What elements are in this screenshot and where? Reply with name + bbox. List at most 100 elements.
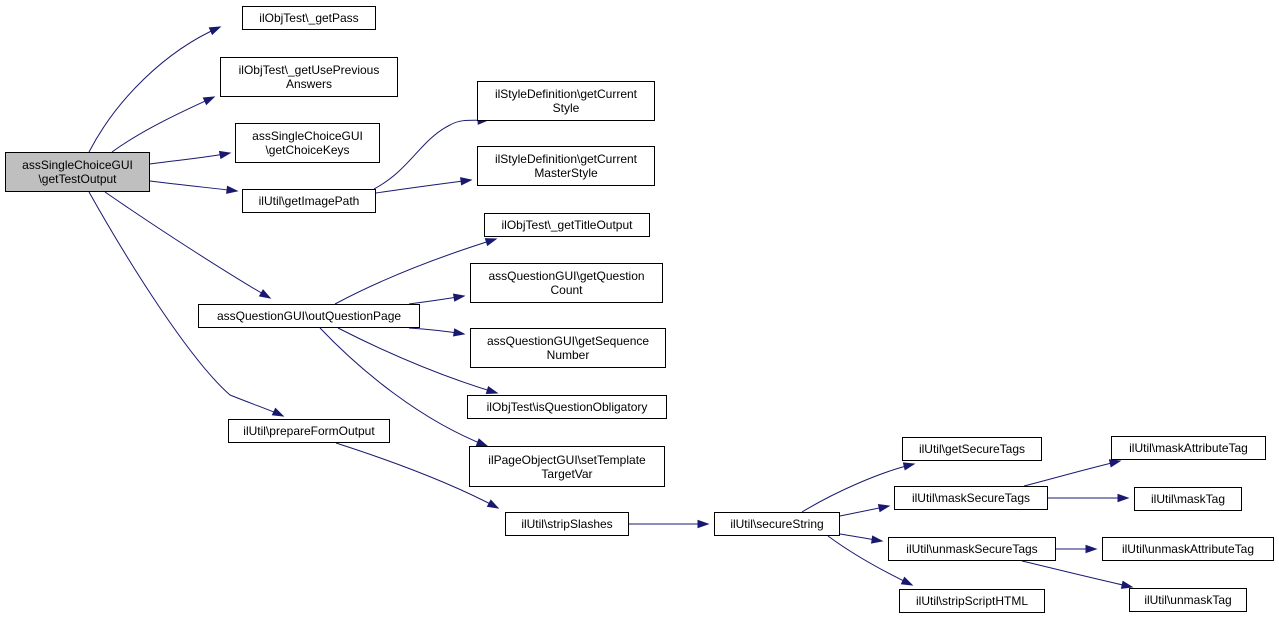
node-unmask-attribute-tag[interactable]: ilUtil\unmaskAttributeTag xyxy=(1102,537,1274,561)
node-get-choice-keys[interactable]: assSingleChoiceGUI\getChoiceKeys xyxy=(235,123,380,163)
node-label-line: ilStyleDefinition\getCurrent xyxy=(494,87,638,101)
edge-strip-slashes-to-secure-string xyxy=(629,519,710,529)
node-label-line: assQuestionGUI\outQuestionPage xyxy=(216,309,402,323)
node-label-line: Count xyxy=(550,283,583,297)
edge-line xyxy=(111,96,215,153)
node-mask-tag[interactable]: ilUtil\maskTag xyxy=(1134,487,1242,511)
edge-line xyxy=(1023,460,1121,487)
edge-line xyxy=(373,119,489,190)
edge-line xyxy=(375,179,472,194)
edge-unmask-secure-tags-to-unmask-tag xyxy=(1021,560,1134,589)
node-get-image-path[interactable]: ilUtil\getImagePath xyxy=(242,189,376,213)
node-label-line: ilUtil\maskSecureTags xyxy=(911,491,1031,505)
node-label-line: assQuestionGUI\getQuestion xyxy=(488,269,645,283)
arrowhead-icon xyxy=(452,293,466,302)
node-prepare-form-output[interactable]: ilUtil\prepareFormOutput xyxy=(228,419,390,443)
node-label-line: assSingleChoiceGUI xyxy=(252,129,363,143)
node-unmask-secure-tags[interactable]: ilUtil\unmaskSecureTags xyxy=(888,537,1056,561)
edge-root-to-prepare-form-output xyxy=(88,191,285,417)
node-label-line: ilUtil\getImagePath xyxy=(258,194,360,208)
node-label-line: \getChoiceKeys xyxy=(265,143,350,157)
edge-line xyxy=(1021,560,1133,588)
node-label-line: ilUtil\unmaskAttributeTag xyxy=(1121,542,1255,556)
node-mask-attribute-tag[interactable]: ilUtil\maskAttributeTag xyxy=(1111,436,1266,460)
node-out-question-page[interactable]: assQuestionGUI\outQuestionPage xyxy=(198,304,420,328)
edge-line xyxy=(801,463,915,513)
edge-secure-string-to-get-secure-tags xyxy=(801,462,916,513)
arrowhead-icon xyxy=(218,150,232,160)
node-label-line: ilUtil\maskAttributeTag xyxy=(1129,441,1248,455)
node-label-line: ilObjTest\_getTitleOutput xyxy=(501,218,633,232)
arrowhead-icon xyxy=(877,504,891,513)
arrowhead-icon xyxy=(871,535,884,544)
node-label-line: ilUtil\prepareFormOutput xyxy=(243,424,375,438)
arrowhead-icon xyxy=(202,96,216,106)
arrowhead-icon xyxy=(697,519,710,529)
edge-root-to-get-choice-keys xyxy=(149,150,232,165)
node-label-line: ilUtil\stripSlashes xyxy=(521,517,613,531)
node-label-line: Answers xyxy=(285,77,332,91)
node-label-line: ilUtil\unmaskSecureTags xyxy=(906,542,1038,556)
arrowhead-icon xyxy=(486,499,500,509)
edge-out-question-page-to-get-question-count xyxy=(408,293,466,305)
arrowhead-icon xyxy=(226,185,239,194)
arrowhead-icon xyxy=(258,289,272,299)
node-label-line: ilObjTest\_getUsePrevious xyxy=(238,63,380,77)
arrowhead-icon xyxy=(475,438,489,447)
edge-line xyxy=(319,327,488,447)
node-strip-slashes[interactable]: ilUtil\stripSlashes xyxy=(505,512,629,536)
arrowhead-icon xyxy=(271,407,285,417)
node-label-line: ilUtil\unmaskTag xyxy=(1144,593,1232,607)
arrowhead-icon xyxy=(485,385,499,395)
node-label-line: Number xyxy=(546,348,590,362)
node-root: assSingleChoiceGUI\getTestOutput xyxy=(5,152,150,192)
edge-out-question-page-to-get-title-output xyxy=(334,238,498,305)
node-label-line: Style xyxy=(552,101,580,115)
node-label-line: assQuestionGUI\getSequence xyxy=(486,334,650,348)
node-get-pass[interactable]: ilObjTest\_getPass xyxy=(242,6,376,30)
node-get-secure-tags[interactable]: ilUtil\getSecureTags xyxy=(902,437,1042,461)
edge-prepare-form-output-to-strip-slashes xyxy=(335,442,500,509)
edge-root-to-get-use-previous-answers xyxy=(111,96,216,153)
node-label-line: ilUtil\stripScriptHTML xyxy=(915,594,1028,608)
edge-line xyxy=(104,191,271,299)
arrowhead-icon xyxy=(1085,544,1098,554)
edge-get-image-path-to-get-current-master-style xyxy=(375,177,473,194)
edge-secure-string-to-strip-script-html xyxy=(827,535,914,586)
node-label-line: \getTestOutput xyxy=(38,172,117,186)
edge-get-image-path-to-get-current-style xyxy=(373,116,490,190)
edge-mask-secure-tags-to-mask-tag xyxy=(1048,493,1130,503)
edge-root-to-get-image-path xyxy=(149,180,239,194)
edge-root-to-out-question-page xyxy=(104,191,272,299)
edge-line xyxy=(149,180,238,192)
node-get-title-output[interactable]: ilObjTest\_getTitleOutput xyxy=(484,213,650,237)
edge-secure-string-to-mask-secure-tags xyxy=(839,504,891,517)
edge-secure-string-to-unmask-secure-tags xyxy=(839,533,884,544)
arrowhead-icon xyxy=(1120,580,1134,589)
edge-mask-secure-tags-to-mask-attribute-tag xyxy=(1023,459,1122,487)
node-label-line: TargetVar xyxy=(541,466,593,481)
edge-line xyxy=(88,191,284,417)
node-unmask-tag[interactable]: ilUtil\unmaskTag xyxy=(1129,588,1247,612)
arrowhead-icon xyxy=(452,328,466,337)
arrowhead-icon xyxy=(460,177,473,186)
edge-line xyxy=(335,442,499,509)
arrowhead-icon xyxy=(902,462,916,471)
node-mask-secure-tags[interactable]: ilUtil\maskSecureTags xyxy=(894,486,1048,510)
arrowhead-icon xyxy=(1108,459,1122,468)
node-strip-script-html[interactable]: ilUtil\stripScriptHTML xyxy=(899,589,1045,613)
node-label-line: ilUtil\getSecureTags xyxy=(918,442,1026,456)
edge-root-to-get-pass xyxy=(88,26,222,153)
edge-out-question-page-to-is-question-obligatory xyxy=(337,327,499,395)
node-is-question-obligatory[interactable]: ilObjTest\isQuestionObligatory xyxy=(467,395,667,419)
node-secure-string[interactable]: ilUtil\secureString xyxy=(714,512,840,536)
node-label-line: MasterStyle xyxy=(534,166,598,180)
node-label-line: ilObjTest\_getPass xyxy=(259,11,359,25)
